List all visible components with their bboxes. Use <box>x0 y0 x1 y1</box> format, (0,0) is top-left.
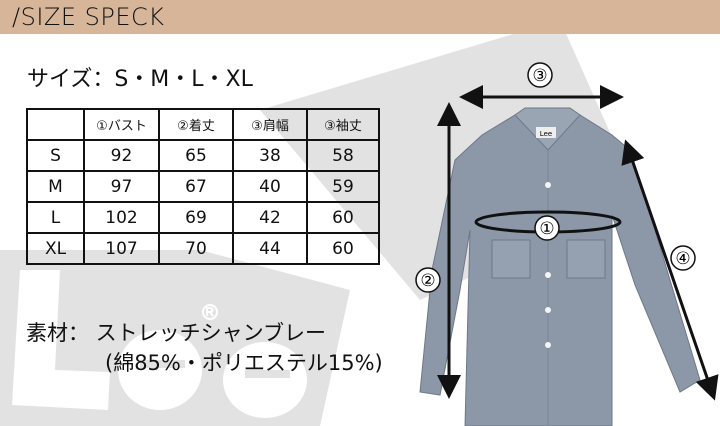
header-cell: ③袖丈 <box>306 108 380 141</box>
material-line: 素材： ストレッチシャンブレー <box>26 321 327 345</box>
cell: 102 <box>83 201 160 234</box>
shirt-tag <box>536 127 556 138</box>
cell: L <box>26 201 85 234</box>
cell: 40 <box>232 170 308 203</box>
cell: 67 <box>158 170 234 203</box>
cell: 59 <box>306 170 380 203</box>
cell: 69 <box>158 201 234 234</box>
cell: 38 <box>232 139 308 172</box>
cell: 42 <box>232 201 308 234</box>
sleeve-arrow <box>621 139 719 401</box>
cell: 92 <box>83 139 160 172</box>
cell: XL <box>26 232 85 265</box>
cell: 58 <box>306 139 380 172</box>
registered-mark <box>202 304 218 320</box>
lee-logo-shape <box>12 270 307 418</box>
shirt-tag-text: Lee <box>540 130 552 138</box>
cell: 60 <box>306 232 380 265</box>
header-cell: ①バスト <box>83 108 160 141</box>
header-cell: ②着丈 <box>158 108 234 141</box>
available-sizes: サイズ：S・M・L・XL <box>27 67 253 92</box>
label-length: ② <box>420 271 435 291</box>
cell: 107 <box>83 232 160 265</box>
material-composition: (綿85%・ポリエステル15%) <box>105 351 383 375</box>
cell: 70 <box>158 232 234 265</box>
label-sleeve: ④ <box>675 249 690 269</box>
label-bust: ① <box>539 219 554 239</box>
section-header: /SIZE SPECK <box>0 0 720 34</box>
cell: 60 <box>306 201 380 234</box>
header-cell: ③肩幅 <box>232 108 308 141</box>
label-shoulder: ③ <box>532 66 547 86</box>
section-title: /SIZE SPECK <box>12 3 165 31</box>
cell: M <box>26 170 85 203</box>
cell: 44 <box>232 232 308 265</box>
cell: 65 <box>158 139 234 172</box>
cell: 97 <box>83 170 160 203</box>
cell: S <box>26 139 85 172</box>
shirt-image <box>419 107 701 426</box>
table-header-row: ①バスト ②着丈 ③肩幅 ③袖丈 <box>26 108 380 141</box>
header-cell <box>26 108 85 141</box>
